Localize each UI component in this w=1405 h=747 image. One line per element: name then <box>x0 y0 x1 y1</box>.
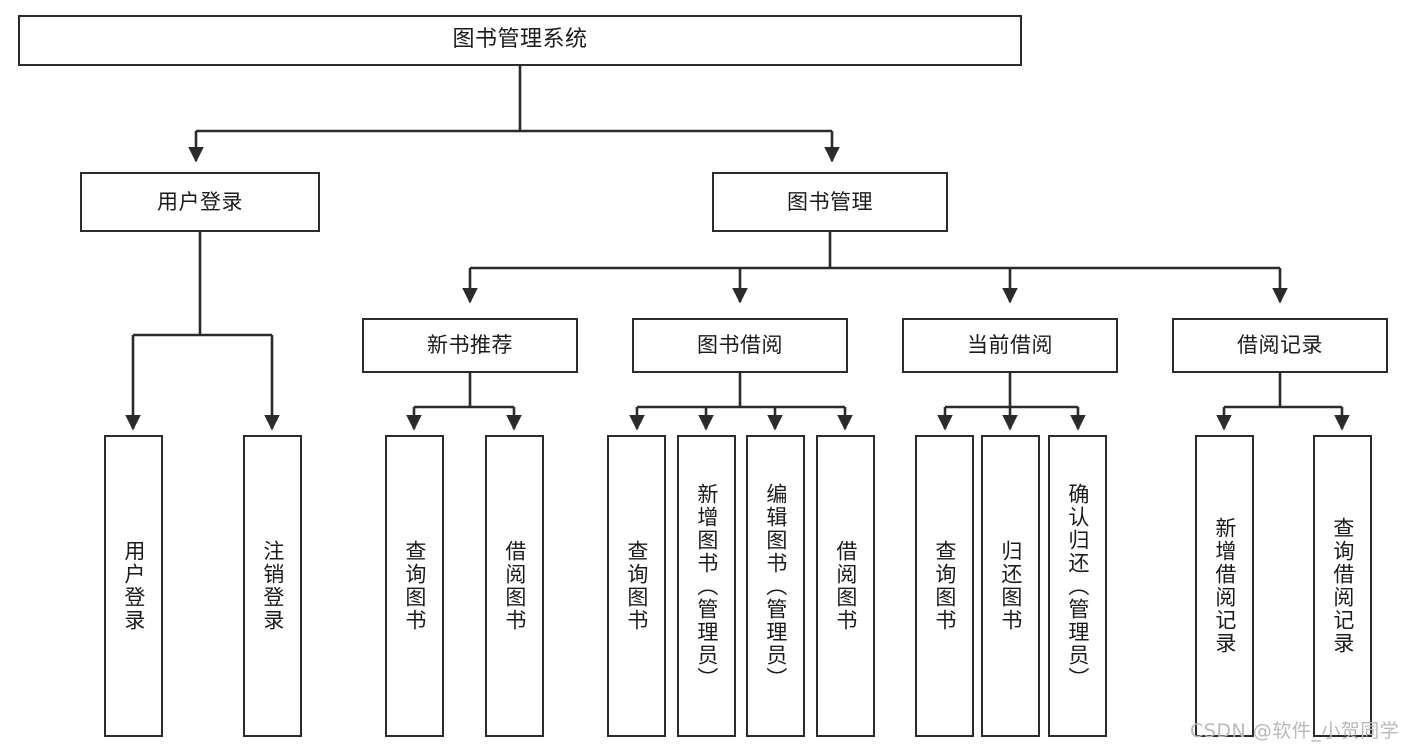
node-label: 查询图书 <box>402 540 427 632</box>
csdn-watermark: CSDN @软件_小贺同学 <box>1190 720 1400 742</box>
node-current-borrow[interactable]: 当前借阅 <box>902 318 1118 373</box>
node-label: 新增借阅记录 <box>1212 517 1237 655</box>
node-label: 借阅记录 <box>1237 333 1323 358</box>
leaf-query-book-2[interactable]: 查询图书 <box>607 435 666 737</box>
node-label: 查询图书 <box>624 540 649 632</box>
node-label: 编辑图书（管理员） <box>763 482 788 690</box>
leaf-borrow-book-2[interactable]: 借阅图书 <box>816 435 875 737</box>
node-book-manage[interactable]: 图书管理 <box>712 172 948 232</box>
node-root-system[interactable]: 图书管理系统 <box>18 15 1022 66</box>
leaf-add-book[interactable]: 新增图书（管理员） <box>677 435 736 737</box>
node-label: 确认归还（管理员） <box>1065 482 1090 690</box>
node-label: 新增图书（管理员） <box>694 482 719 690</box>
node-label: 图书管理 <box>787 189 873 214</box>
node-borrow-record[interactable]: 借阅记录 <box>1172 318 1388 373</box>
leaf-query-book-3[interactable]: 查询图书 <box>915 435 974 737</box>
node-book-borrow[interactable]: 图书借阅 <box>632 318 848 373</box>
leaf-query-book-1[interactable]: 查询图书 <box>385 435 444 737</box>
node-label: 借阅图书 <box>833 540 858 632</box>
leaf-edit-book[interactable]: 编辑图书（管理员） <box>746 435 805 737</box>
node-user-login[interactable]: 用户登录 <box>80 172 320 232</box>
node-label: 新书推荐 <box>427 333 513 358</box>
leaf-logout-login[interactable]: 注销登录 <box>243 435 302 737</box>
leaf-query-borrow-record[interactable]: 查询借阅记录 <box>1313 435 1372 737</box>
node-label: 查询借阅记录 <box>1330 517 1355 655</box>
node-label: 归还图书 <box>998 540 1023 632</box>
node-label: 图书管理系统 <box>452 27 588 53</box>
node-label: 借阅图书 <box>502 540 527 632</box>
leaf-user-login[interactable]: 用户登录 <box>104 435 163 737</box>
node-label: 图书借阅 <box>697 333 783 358</box>
leaf-confirm-return[interactable]: 确认归还（管理员） <box>1048 435 1107 737</box>
node-label: 注销登录 <box>260 540 285 632</box>
node-label: 用户登录 <box>121 540 146 632</box>
node-new-book-recommend[interactable]: 新书推荐 <box>362 318 578 373</box>
leaf-add-borrow-record[interactable]: 新增借阅记录 <box>1195 435 1254 737</box>
leaf-return-book[interactable]: 归还图书 <box>981 435 1040 737</box>
node-label: 用户登录 <box>157 189 243 214</box>
leaf-borrow-book-1[interactable]: 借阅图书 <box>485 435 544 737</box>
node-label: 当前借阅 <box>967 333 1053 358</box>
node-label: 查询图书 <box>932 540 957 632</box>
